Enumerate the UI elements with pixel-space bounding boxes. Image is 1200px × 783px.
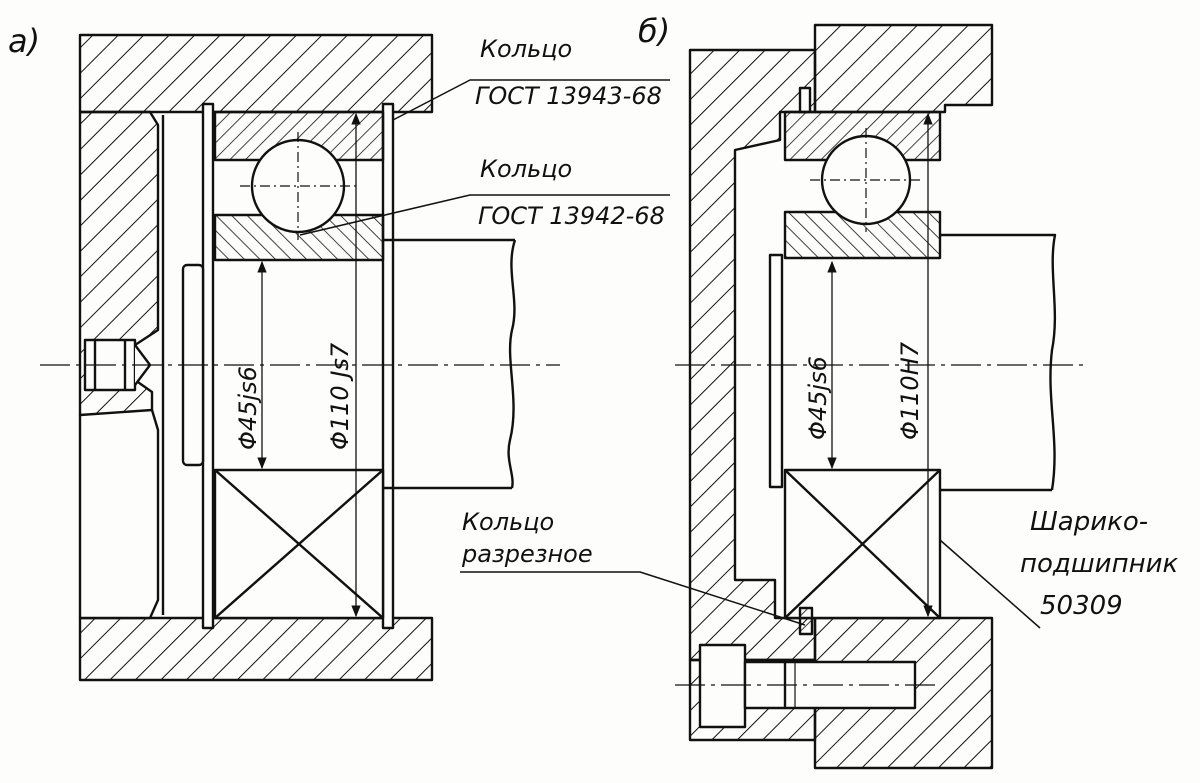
split-ring-b <box>798 606 814 636</box>
housing-top-a <box>78 33 434 114</box>
shaft-b <box>940 233 1057 492</box>
dim-inner-b: Φ45js6 <box>804 356 832 440</box>
callout-bearing-b-line1: Шарико- <box>1030 507 1148 537</box>
leader-split-ring-b <box>460 571 806 626</box>
leader-top-a <box>392 79 670 121</box>
dim-inner-a: Φ45js6 <box>234 366 262 450</box>
housing-top-b <box>813 23 994 114</box>
drawing-b <box>460 23 1085 770</box>
shaft-a <box>383 238 517 490</box>
housing-bottom-a <box>78 616 434 682</box>
label-b: б) <box>638 12 670 50</box>
callout-bearing-b-line2: подшипник <box>1020 549 1178 579</box>
label-a: а) <box>8 22 40 60</box>
callout-mid-a-line2: ГОСТ 13942-68 <box>478 202 665 230</box>
callout-mid-a-line1: Кольцо <box>480 155 572 183</box>
dim-outer-b: Φ110H7 <box>896 341 924 440</box>
circlip-left-a <box>201 102 215 630</box>
drawing-a <box>40 33 670 682</box>
stop-tab-b <box>798 86 812 114</box>
retaining-ring-b <box>768 253 784 489</box>
leader-mid-a <box>299 194 670 236</box>
leader-bearing-b <box>939 539 1041 629</box>
callout-bearing-b-line3: 50309 <box>1040 591 1123 621</box>
cover-a-lower <box>78 408 160 620</box>
callout-top-a-line2: ГОСТ 13943-68 <box>475 82 662 110</box>
callout-ring-b-line2: разрезное <box>461 540 593 568</box>
callout-ring-b-line1: Кольцо <box>462 508 554 536</box>
bolt-head-b <box>698 643 747 729</box>
circlip-right-a <box>381 102 395 630</box>
callout-top-a-line1: Кольцо <box>480 35 572 63</box>
dim-outer-a: Φ110 Js7 <box>326 342 354 450</box>
